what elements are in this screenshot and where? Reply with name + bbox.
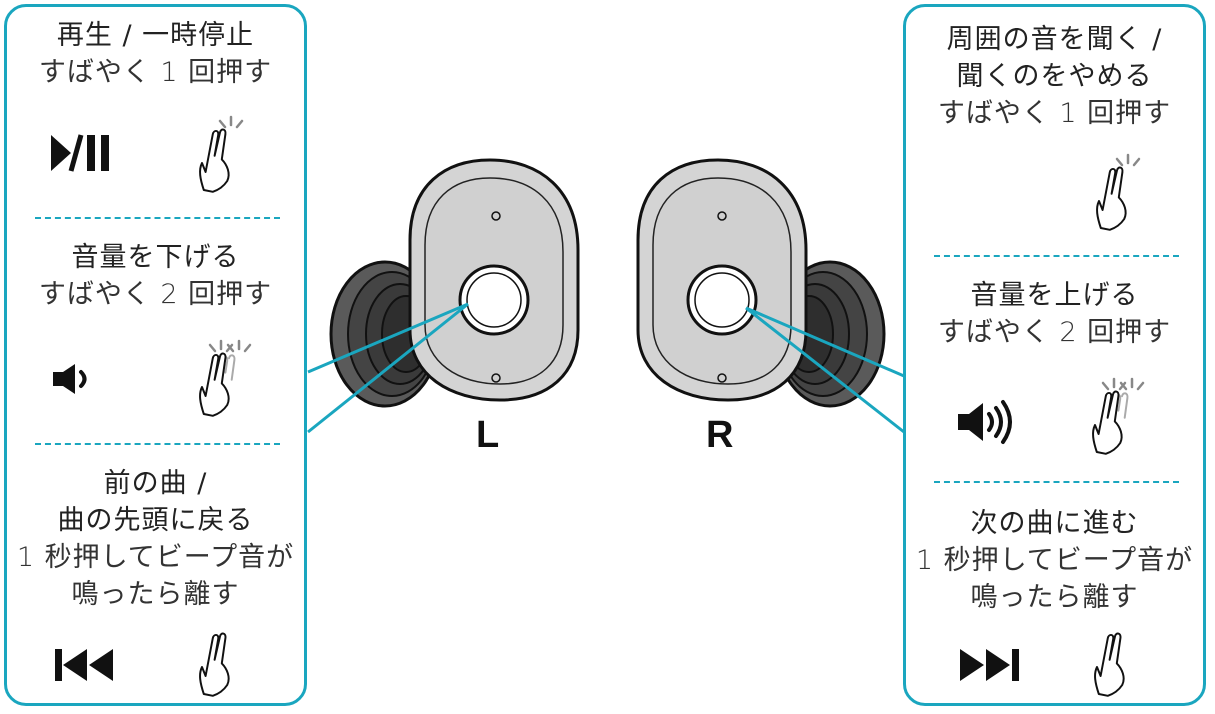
ambient-sound-title-2: 聞くのをやめる [956, 61, 1153, 92]
next-track-section: 次の曲に進む 1 秒押してビープ音が 鳴ったら離す [906, 505, 1203, 616]
previous-track-instruction-2: 鳴ったら離す [71, 579, 240, 610]
play-pause-section: 再生 / 一時停止 すばやく 1 回押す [7, 17, 304, 91]
previous-track-section: 前の曲 / 曲の先頭に戻る 1 秒押してビープ音が 鳴ったら離す [7, 465, 304, 613]
right-callout [745, 306, 905, 434]
next-track-instruction-2: 鳴ったら離す [970, 582, 1139, 613]
left-callout [307, 302, 469, 434]
ambient-sound-section: 周囲の音を聞く / 聞くのをやめる すばやく 1 回押す [906, 21, 1203, 132]
volume-up-icon [958, 400, 1012, 444]
left-earbud-label: L [476, 414, 500, 456]
next-track-icon [960, 649, 1019, 681]
left-earbud [329, 158, 580, 408]
volume-down-icon [53, 364, 87, 394]
volume-down-instruction: すばやく 2 回押す [38, 279, 273, 310]
previous-track-instruction-1: 1 秒押してビープ音が [16, 542, 295, 573]
volume-up-instruction: すばやく 2 回押す [937, 317, 1172, 348]
next-track-title: 次の曲に進む [970, 508, 1139, 539]
volume-down-title: 音量を下げる [71, 242, 240, 273]
section-divider [934, 255, 1179, 257]
section-divider [35, 217, 280, 219]
previous-track-icon [55, 649, 113, 681]
ambient-sound-instruction: すばやく 1 回押す [937, 98, 1172, 129]
ambient-sound-title-1: 周囲の音を聞く / [946, 24, 1163, 55]
section-divider [35, 443, 280, 445]
next-track-instruction-1: 1 秒押してビープ音が [915, 545, 1194, 576]
play-pause-instruction: すばやく 1 回押す [38, 57, 273, 88]
right-earbud [636, 158, 886, 408]
right-earbud-label: R [706, 414, 734, 456]
section-divider [934, 481, 1179, 483]
volume-up-section: 音量を上げる すばやく 2 回押す [906, 277, 1203, 351]
volume-down-section: 音量を下げる すばやく 2 回押す [7, 239, 304, 313]
volume-up-title: 音量を上げる [970, 280, 1139, 311]
previous-track-title-1: 前の曲 / [103, 468, 208, 499]
play-pause-title: 再生 / 一時停止 [56, 20, 255, 51]
left-panel: 再生 / 一時停止 すばやく 1 回押す 音量を下げる すばやく 2 回押す 前… [4, 4, 307, 706]
play-pause-icon [51, 134, 109, 172]
right-panel: 周囲の音を聞く / 聞くのをやめる すばやく 1 回押す 音量を上げる すばやく… [903, 4, 1206, 706]
previous-track-title-2: 曲の先頭に戻る [57, 505, 254, 536]
